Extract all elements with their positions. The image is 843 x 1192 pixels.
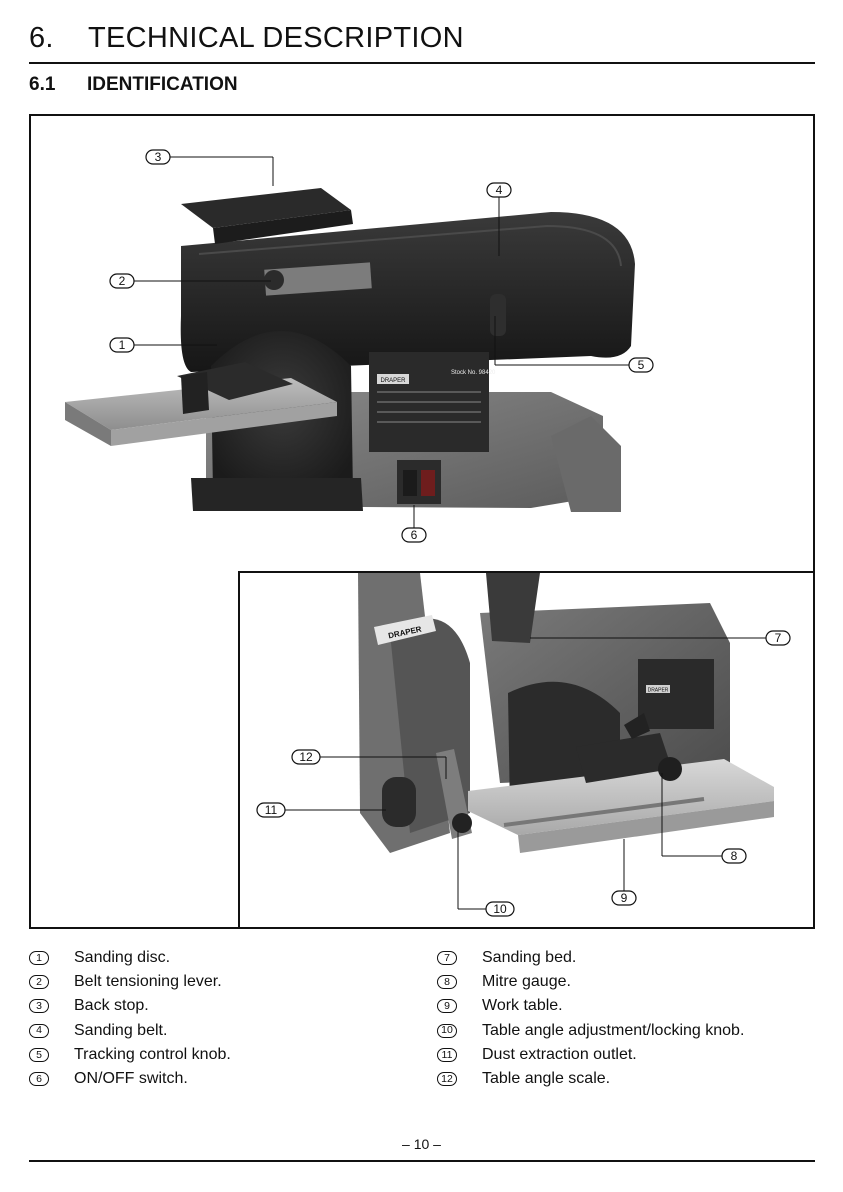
callout-11-label: 11 (265, 803, 278, 817)
callout-3-label: 3 (155, 150, 162, 164)
plate-stock-text: Stock No. 98420 (451, 370, 496, 376)
item-number: 3 (29, 999, 49, 1014)
item-number: 1 (29, 951, 49, 966)
inset-plate-brand-text: DRAPER (648, 688, 669, 694)
item-label: ON/OFF switch. (74, 1070, 188, 1088)
footer-rule (29, 1160, 815, 1162)
plate-brand-text: DRAPER (380, 378, 406, 384)
item-label: Back stop. (74, 997, 149, 1015)
list-item: 11 Dust extraction outlet. (437, 1043, 837, 1067)
item-number: 8 (437, 975, 457, 990)
identification-figure: DRAPER Stock No. 98420 3 4 2 1 (29, 114, 815, 929)
list-item: 7 Sanding bed. (437, 946, 837, 970)
callout-5 (628, 357, 654, 373)
list-item: 12 Table angle scale. (437, 1067, 837, 1091)
section-title: TECHNICAL DESCRIPTION (88, 22, 464, 54)
item-number: 10 (437, 1023, 457, 1038)
list-item: 4 Sanding belt. (29, 1019, 429, 1043)
callout-4 (486, 182, 512, 198)
sanding-belt-shape (180, 212, 635, 372)
callout-6 (401, 527, 427, 543)
callout-10-label: 10 (493, 902, 507, 916)
detail-machine-illustration: DRAPER DRAPER 7 12 11 (256, 573, 791, 917)
item-label: Table angle scale. (482, 1070, 611, 1088)
callout-7-label: 7 (775, 631, 782, 645)
item-number: 6 (29, 1072, 49, 1087)
inset-brand-badge (374, 615, 436, 645)
callout-1 (109, 337, 135, 353)
item-label: Sanding disc. (74, 949, 171, 967)
list-item: 5 Tracking control knob. (29, 1043, 429, 1067)
callout-1-label: 1 (119, 338, 126, 352)
subsection-number: 6.1 (29, 74, 56, 95)
detail-inset: DRAPER DRAPER 7 12 11 (238, 571, 813, 927)
callout-8-label: 8 (731, 849, 738, 863)
list-item: 10 Table angle adjustment/locking knob. (437, 1019, 837, 1043)
section-heading: 6. TECHNICAL DESCRIPTION (29, 22, 464, 55)
list-item: 6 ON/OFF switch. (29, 1067, 429, 1091)
subsection-heading: 6.1 IDENTIFICATION (29, 74, 238, 96)
callout-9 (611, 890, 637, 906)
item-label: Tracking control knob. (74, 1045, 231, 1063)
item-number: 11 (437, 1047, 457, 1062)
item-label: Dust extraction outlet. (482, 1045, 637, 1063)
main-callouts: 3 4 2 1 5 6 (109, 149, 654, 543)
back-stop-shape (181, 188, 351, 228)
list-item: 2 Belt tensioning lever. (29, 970, 429, 994)
item-number: 7 (437, 951, 457, 966)
item-number: 2 (29, 975, 49, 990)
item-number: 4 (29, 1023, 49, 1038)
inset-callouts: 7 12 11 8 9 10 (256, 630, 791, 917)
legend-left: 1 Sanding disc. 2 Belt tensioning lever. 3… (29, 946, 429, 1091)
callout-7 (765, 630, 791, 646)
callout-5-label: 5 (638, 358, 645, 372)
callout-9-label: 9 (621, 891, 628, 905)
callout-12-label: 12 (299, 750, 313, 764)
item-label: Sanding belt. (74, 1021, 168, 1039)
tensioning-lever-shape (264, 262, 372, 296)
item-label: Belt tensioning lever. (74, 973, 222, 991)
main-machine-illustration: DRAPER Stock No. 98420 3 4 2 1 (65, 149, 654, 543)
section-number: 6. (29, 22, 54, 54)
list-item: 9 Work table. (437, 994, 837, 1018)
callout-3 (145, 149, 171, 165)
list-item: 3 Back stop. (29, 994, 429, 1018)
inset-dust-outlet (382, 777, 416, 827)
inset-mitre-gauge (576, 733, 672, 783)
item-number: 5 (29, 1047, 49, 1062)
callout-11 (256, 802, 286, 818)
item-label: Mitre gauge. (482, 973, 571, 991)
item-label: Work table. (482, 997, 563, 1015)
inset-rating-plate (638, 659, 714, 729)
item-number: 9 (437, 999, 457, 1014)
callout-6-label: 6 (411, 528, 418, 542)
inset-locking-knob (452, 813, 472, 833)
callout-12 (291, 749, 321, 765)
list-item: 8 Mitre gauge. (437, 970, 837, 994)
item-label: Sanding bed. (482, 949, 577, 967)
legend-right: 7 Sanding bed. 8 Mitre gauge. 9 Work table.… (437, 946, 837, 1091)
inset-work-table (468, 759, 774, 835)
page-number: – 10 – (402, 1136, 441, 1152)
callout-2 (109, 273, 135, 289)
callout-2-label: 2 (119, 274, 126, 288)
heading-rule (29, 62, 815, 64)
tracking-knob-shape (490, 294, 506, 336)
item-label: Table angle adjustment/locking knob. (482, 1021, 745, 1039)
list-item: 1 Sanding disc. (29, 946, 429, 970)
mitre-gauge-shape (177, 362, 293, 400)
item-number: 12 (437, 1072, 457, 1087)
callout-4-label: 4 (496, 183, 503, 197)
callout-10 (485, 901, 515, 917)
subsection-title: IDENTIFICATION (87, 74, 238, 95)
inset-belt-arm (486, 573, 540, 643)
callout-8 (721, 848, 747, 864)
